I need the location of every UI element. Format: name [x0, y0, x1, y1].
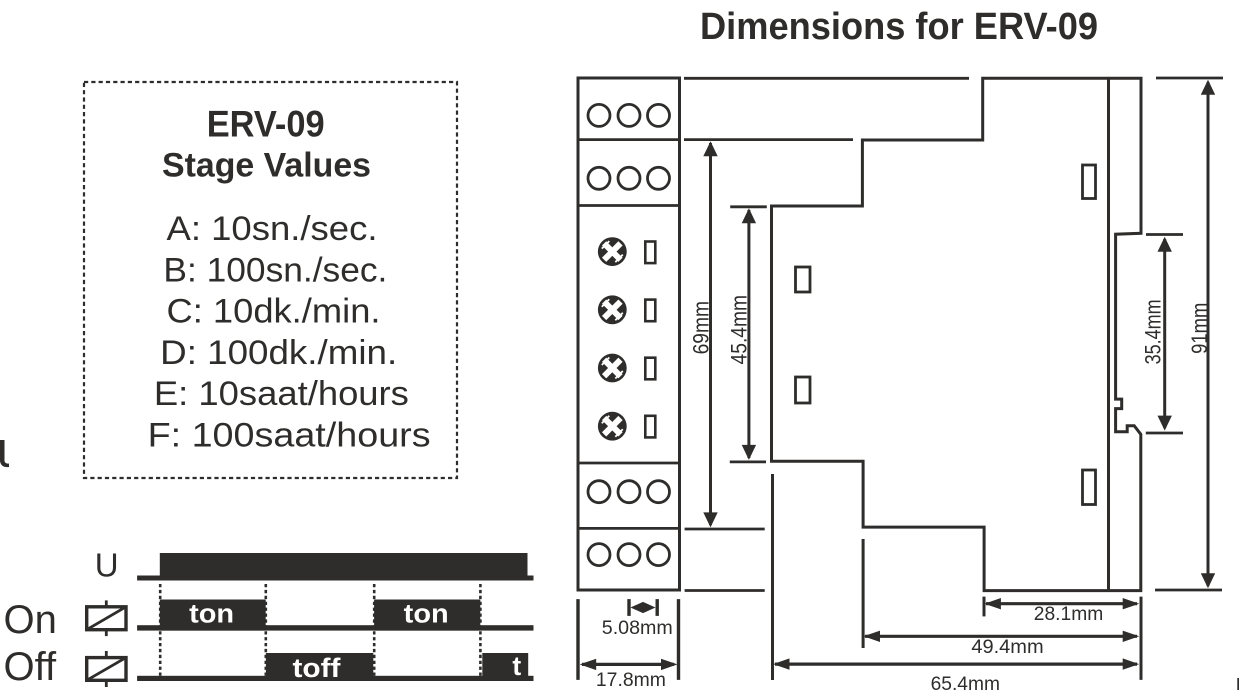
svg-text:45.4mm: 45.4mm	[727, 295, 752, 365]
svg-text:35.4mm: 35.4mm	[1140, 299, 1165, 364]
svg-text:Stage Values: Stage Values	[162, 146, 371, 184]
svg-text:toff: toff	[293, 653, 341, 683]
svg-text:Off: Off	[4, 645, 58, 689]
svg-text:65.4mm: 65.4mm	[931, 673, 1000, 695]
svg-text:5.08mm: 5.08mm	[602, 617, 673, 639]
svg-text:Dimensions for ERV-09: Dimensions for ERV-09	[700, 6, 1098, 48]
svg-text:t: t	[512, 651, 521, 681]
svg-text:69mm: 69mm	[688, 301, 713, 354]
svg-text:A: 10sn./sec.: A: 10sn./sec.	[167, 210, 378, 248]
svg-text:ton: ton	[189, 598, 234, 628]
svg-text:D: 100dk./min.: D: 100dk./min.	[160, 334, 397, 372]
svg-text:28.1mm: 28.1mm	[1034, 603, 1104, 625]
svg-text:91mm: 91mm	[1187, 303, 1212, 354]
svg-text:ton: ton	[404, 598, 449, 628]
svg-text:17.8mm: 17.8mm	[596, 669, 666, 691]
svg-text:ERV-09: ERV-09	[207, 103, 325, 144]
svg-text:C: 10dk./min.: C: 10dk./min.	[167, 293, 381, 331]
svg-text:On: On	[4, 598, 57, 642]
svg-text:49.4mm: 49.4mm	[971, 636, 1043, 658]
svg-text:B: 100sn./sec.: B: 100sn./sec.	[163, 251, 387, 289]
svg-text:F: 100saat/hours: F: 100saat/hours	[148, 416, 431, 454]
svg-text:U: U	[95, 547, 119, 584]
svg-text:E: 10saat/hours: E: 10saat/hours	[154, 375, 409, 413]
